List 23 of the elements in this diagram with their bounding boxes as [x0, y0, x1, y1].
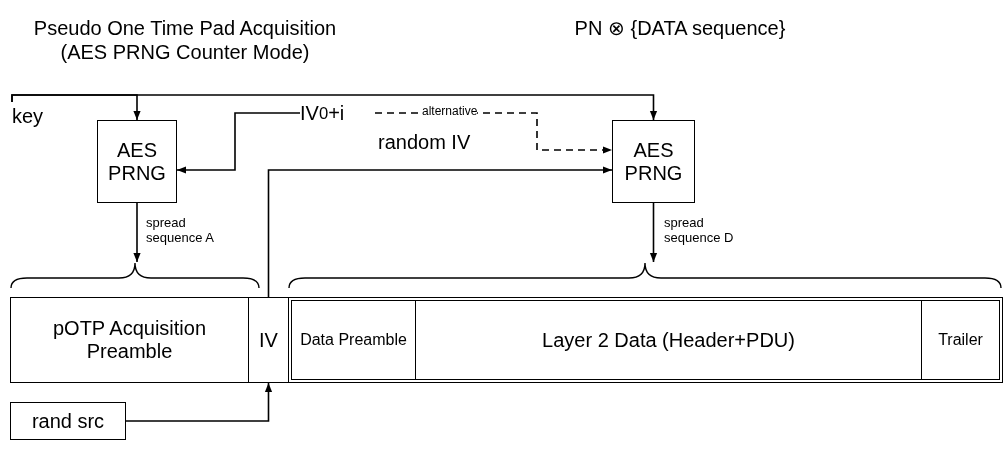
brace — [288, 262, 1002, 290]
frame-field: Trailer — [922, 301, 999, 379]
arrow — [125, 382, 273, 422]
frame-field: Data Preamble — [292, 301, 416, 379]
text-label: key — [12, 102, 72, 130]
frame-section — [288, 297, 1003, 383]
arrow — [11, 94, 658, 121]
edge-label: random IV — [378, 130, 471, 154]
arrow — [133, 202, 141, 263]
arrow — [267, 166, 613, 298]
process-box: rand src — [10, 402, 126, 440]
heading: PN ⊗ {DATA sequence} — [573, 16, 787, 40]
heading: Pseudo One Time Pad Acquisition (AES PRNG Counter Mode) — [32, 16, 338, 64]
edge-label: spread sequence D — [664, 215, 735, 245]
process-box: AES PRNG — [97, 120, 177, 203]
frame-field: Layer 2 Data (Header+PDU) — [416, 301, 922, 379]
process-box: AES PRNG — [612, 120, 695, 203]
frame-field: IV — [248, 297, 289, 383]
brace — [10, 262, 260, 290]
arrow — [176, 112, 301, 174]
edge-label: spread sequence A — [146, 215, 215, 245]
arrow — [649, 202, 658, 263]
frame-field: pOTP Acquisition Preamble — [10, 297, 249, 383]
